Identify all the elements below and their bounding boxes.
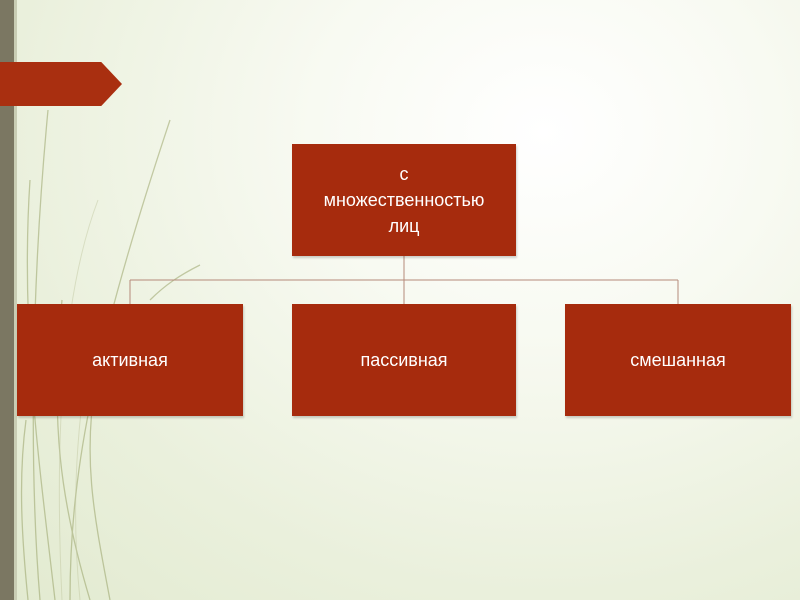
child-node-label: смешанная — [630, 350, 726, 370]
left-sidebar-bar — [0, 0, 14, 600]
root-node-label: с множественностью лиц — [323, 164, 485, 236]
child-node-passive: пассивная — [292, 304, 516, 416]
left-sidebar-stripe — [14, 0, 17, 600]
child-node-mixed: смешанная — [565, 304, 791, 416]
child-node-label: активная — [92, 350, 168, 370]
accent-arrow-tab — [0, 62, 122, 106]
child-node-label: пассивная — [360, 350, 448, 370]
root-node: с множественностью лиц — [292, 144, 516, 256]
child-node-active: активная — [17, 304, 243, 416]
